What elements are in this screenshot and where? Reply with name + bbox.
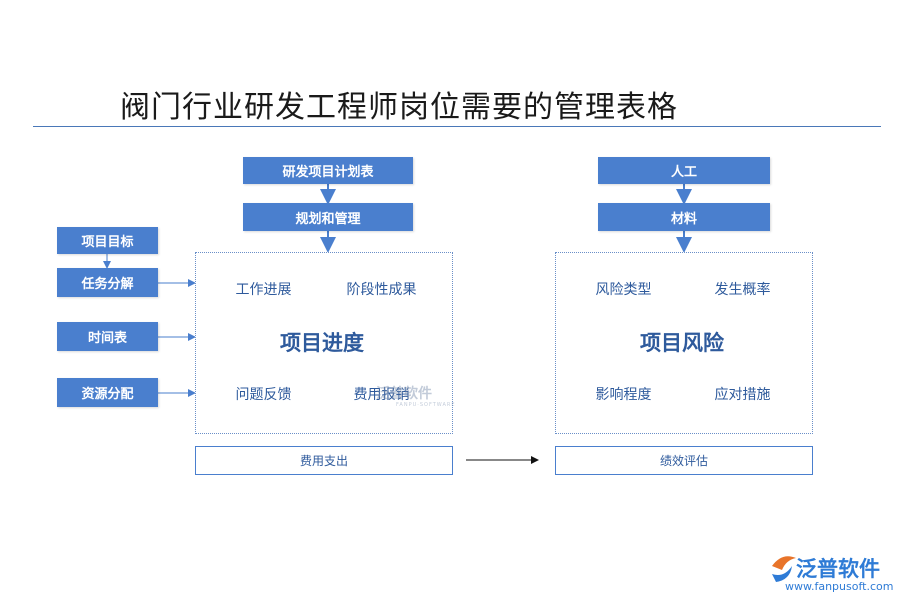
fanpu-logo-icon: [772, 556, 796, 582]
input-schedule: 时间表: [57, 322, 158, 351]
progress-center-label: 项目进度: [280, 331, 364, 355]
title-divider: [33, 126, 881, 127]
page-title: 阀门行业研发工程师岗位需要的管理表格: [120, 90, 678, 125]
risk-center-label: 项目风险: [640, 331, 724, 355]
brand-logo-text: 泛普软件: [796, 557, 880, 581]
risk-cell-type: 风险类型: [595, 281, 652, 298]
progress-cell-milestone: 阶段性成果: [346, 281, 417, 298]
progress-plan-box: 研发项目计划表: [243, 157, 413, 184]
progress-cell-work: 工作进展: [235, 281, 292, 298]
progress-footer-expense: 费用支出: [195, 446, 453, 475]
center-watermark-sub: FANPU·SOFTWARE: [396, 402, 456, 408]
risk-labor-box: 人工: [598, 157, 770, 184]
risk-cell-probability: 发生概率: [714, 281, 771, 298]
brand-logo-url: www.fanpusoft.com: [785, 580, 894, 593]
progress-manage-box: 规划和管理: [243, 203, 413, 231]
progress-cell-feedback: 问题反馈: [235, 386, 292, 403]
input-resource-allocation: 资源分配: [57, 378, 158, 407]
risk-cell-impact: 影响程度: [595, 386, 652, 403]
input-project-goal: 项目目标: [57, 227, 158, 254]
risk-cell-response: 应对措施: [714, 386, 771, 403]
risk-footer-evaluation: 绩效评估: [555, 446, 813, 475]
risk-material-box: 材料: [598, 203, 770, 231]
progress-panel: [195, 252, 453, 434]
center-watermark: 泛普软件: [376, 386, 432, 402]
progress-cell-reimburse: 费用报销: [353, 386, 410, 403]
risk-panel: [555, 252, 813, 434]
input-task-breakdown: 任务分解: [57, 268, 158, 297]
